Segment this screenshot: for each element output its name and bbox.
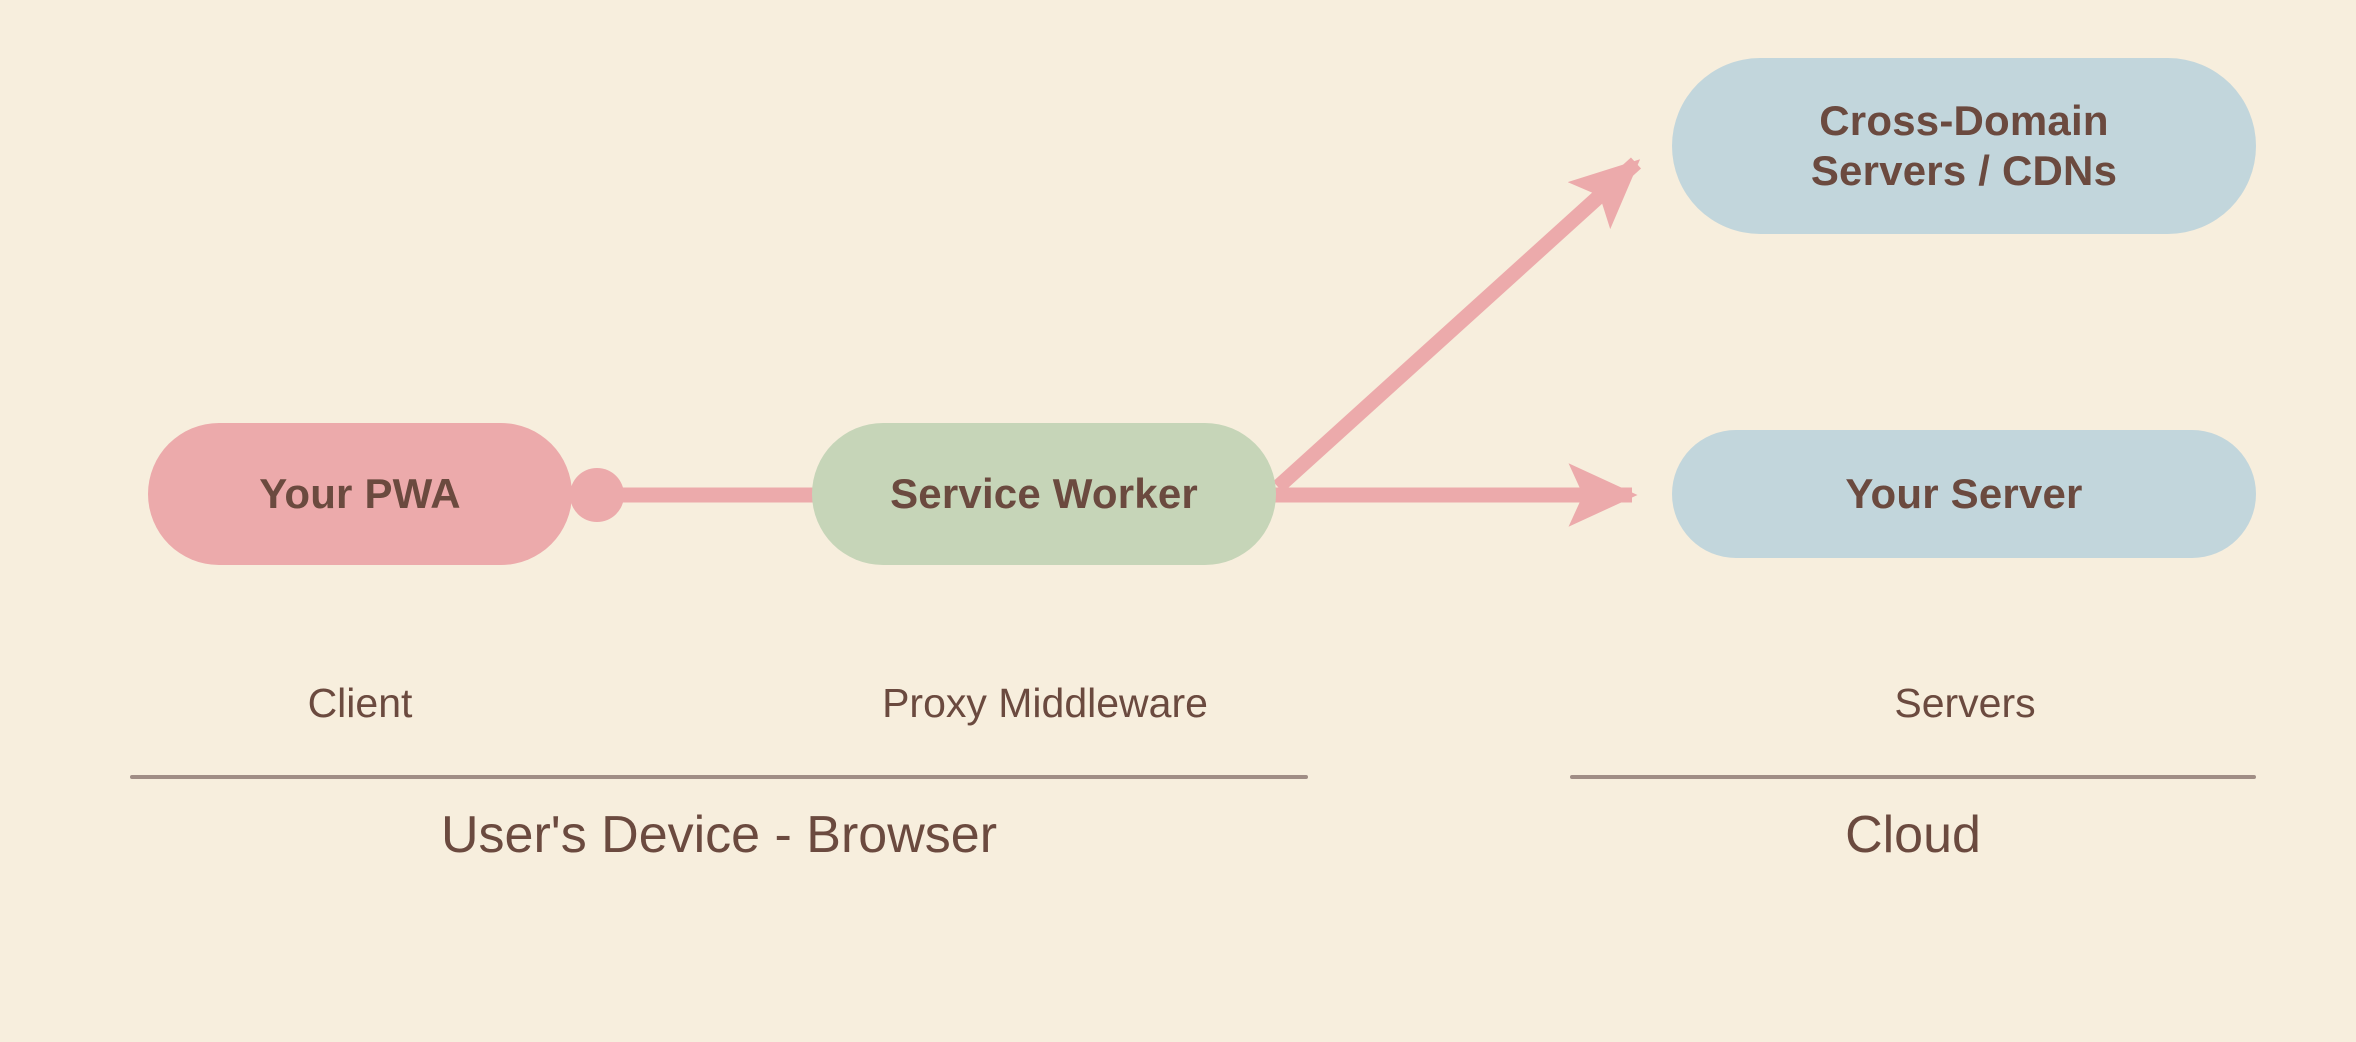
zone-caption-user-device-browser: User's Device - Browser	[440, 806, 998, 864]
node-service-worker-label: Service Worker	[890, 470, 1198, 517]
node-your-server-label: Your Server	[1845, 470, 2083, 517]
zone-divider-right	[1570, 775, 2256, 779]
edge-pwa-to-service-worker	[570, 468, 830, 522]
node-cross-domain-servers[interactable]: Cross-Domain Servers / CDNs	[1672, 58, 2256, 234]
node-cross-domain-servers-label: Cross-Domain Servers / CDNs	[1810, 97, 2118, 194]
zone-divider-left	[130, 775, 1308, 779]
zone-caption-servers: Servers	[1894, 680, 2036, 726]
node-service-worker[interactable]: Service Worker	[812, 423, 1276, 565]
node-your-server[interactable]: Your Server	[1672, 430, 2256, 558]
zone-caption-client: Client	[307, 680, 413, 726]
zone-caption-proxy-middleware: Proxy Middleware	[882, 680, 1208, 726]
zone-caption-cloud: Cloud	[1845, 806, 1981, 864]
edge-line-service-worker-to-cross-domain	[1272, 157, 1642, 493]
node-your-pwa[interactable]: Your PWA	[148, 423, 572, 565]
node-your-pwa-label: Your PWA	[259, 470, 461, 517]
edge-service-worker-to-cross-domain	[1272, 157, 1642, 493]
edge-start-dot-icon	[570, 468, 624, 522]
